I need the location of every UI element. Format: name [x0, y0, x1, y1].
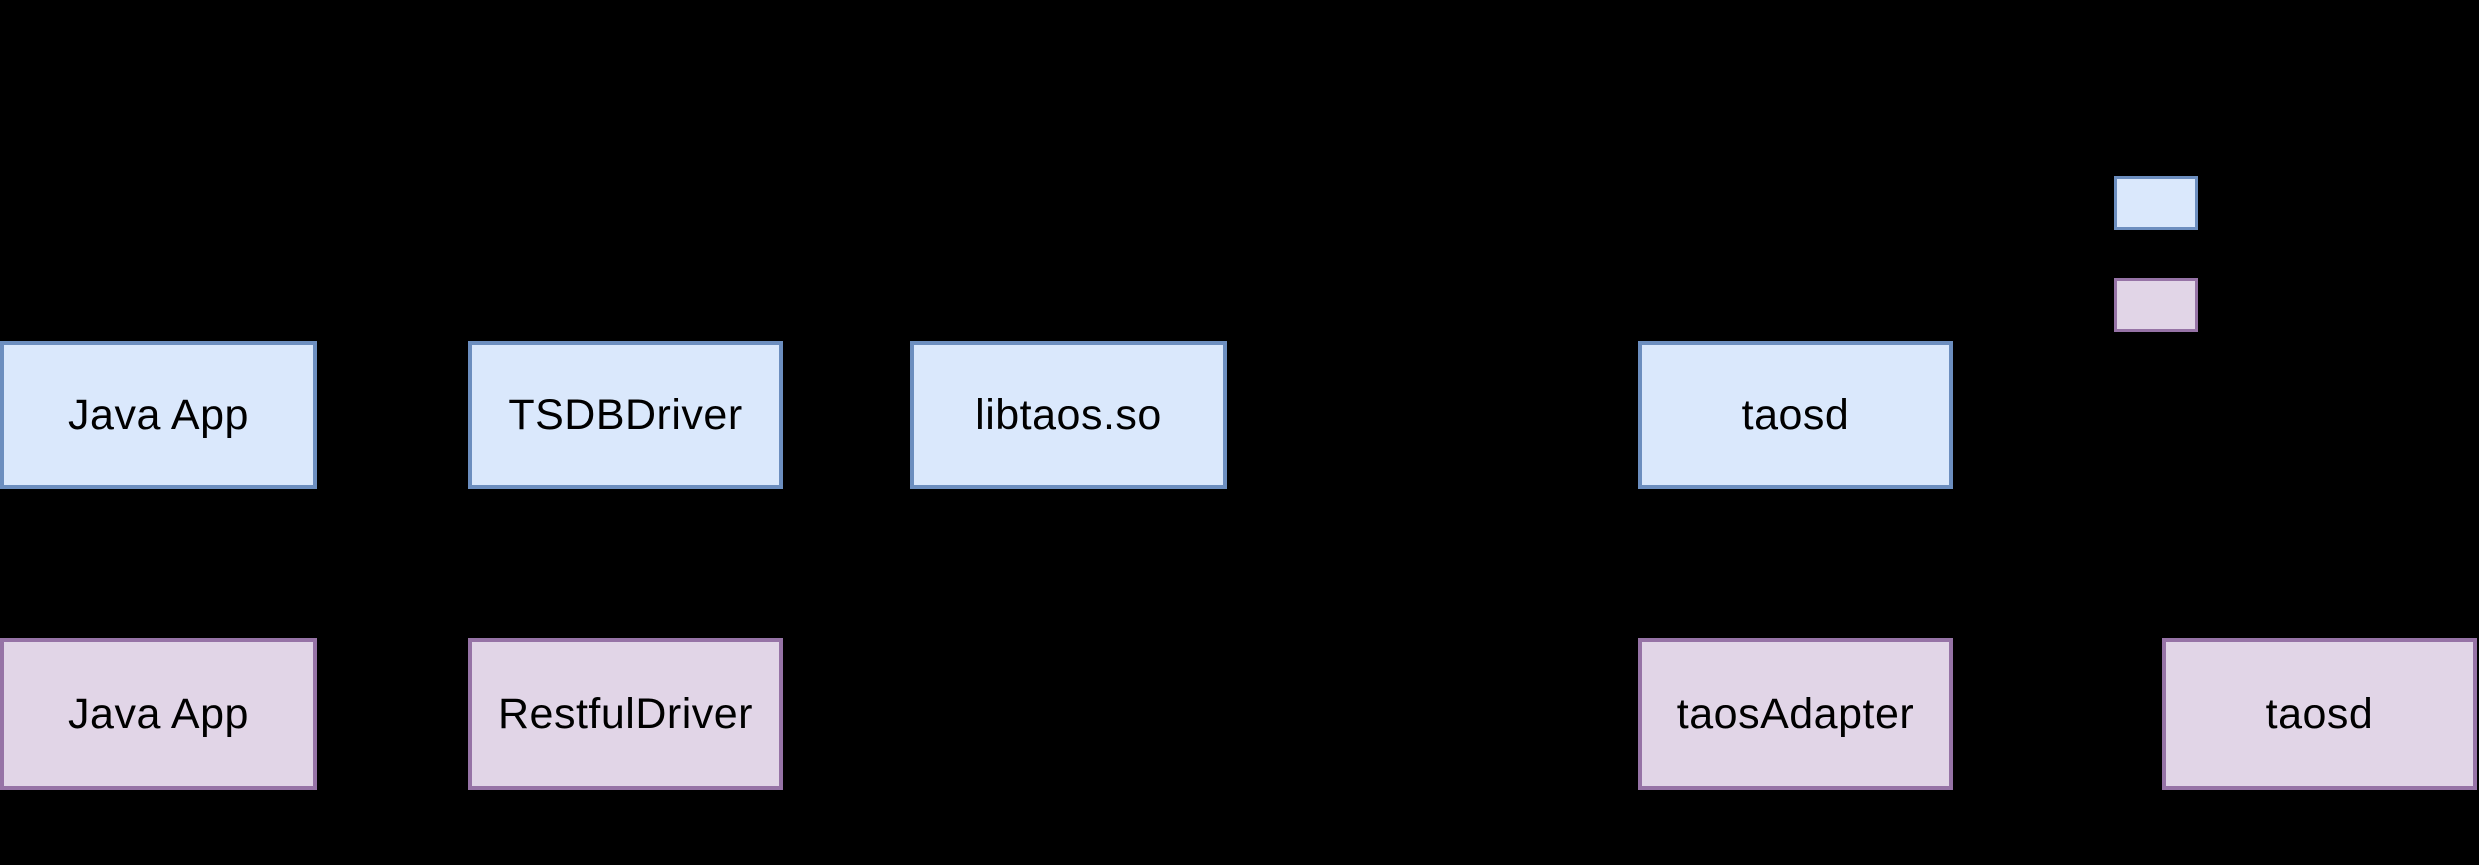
- node-label: RestfulDriver: [498, 689, 753, 738]
- node-taos-adapter: taosAdapter: [1638, 638, 1953, 790]
- legend-rest-swatch: [2114, 278, 2198, 332]
- node-label: Java App: [68, 689, 249, 738]
- node-label: libtaos.so: [975, 390, 1162, 439]
- legend-native-swatch: [2114, 176, 2198, 230]
- node-java-app-native: Java App: [0, 341, 317, 489]
- node-label: taosAdapter: [1676, 689, 1915, 738]
- node-tsdb-driver: TSDBDriver: [468, 341, 783, 489]
- node-taosd-rest: taosd: [2162, 638, 2477, 790]
- node-label: taosd: [1741, 390, 1850, 439]
- node-label: TSDBDriver: [508, 390, 743, 439]
- node-libtaos-so: libtaos.so: [910, 341, 1227, 489]
- node-java-app-rest: Java App: [0, 638, 317, 790]
- node-taosd-native: taosd: [1638, 341, 1953, 489]
- node-restful-driver: RestfulDriver: [468, 638, 783, 790]
- node-label: taosd: [2265, 689, 2374, 738]
- node-label: Java App: [68, 390, 249, 439]
